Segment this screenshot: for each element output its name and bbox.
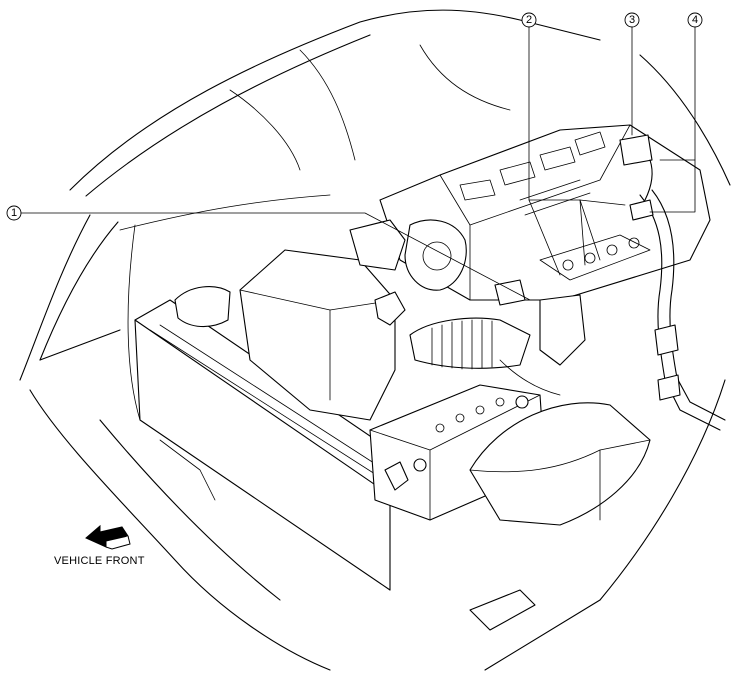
leader-lines <box>19 26 696 301</box>
callout-4-label: 4 <box>692 14 698 26</box>
vehicle-front-arrow-icon <box>85 524 131 550</box>
intake-duct <box>409 317 531 370</box>
callout-2: 2 <box>521 12 537 28</box>
callout-1: 1 <box>6 205 22 221</box>
vehicle-front-label: VEHICLE FRONT <box>54 555 145 567</box>
air-cleaner-box <box>239 249 396 421</box>
callout-1-label: 1 <box>11 207 17 219</box>
callout-3-label: 3 <box>629 14 635 26</box>
callout-3: 3 <box>624 12 640 28</box>
fuse-box <box>469 402 651 526</box>
callout-2-label: 2 <box>526 14 532 26</box>
throttle-body <box>349 219 586 396</box>
vehicle-body-outline <box>19 9 731 671</box>
left-structure <box>159 286 409 501</box>
fuel-hose <box>619 134 726 431</box>
callout-4: 4 <box>687 12 703 28</box>
